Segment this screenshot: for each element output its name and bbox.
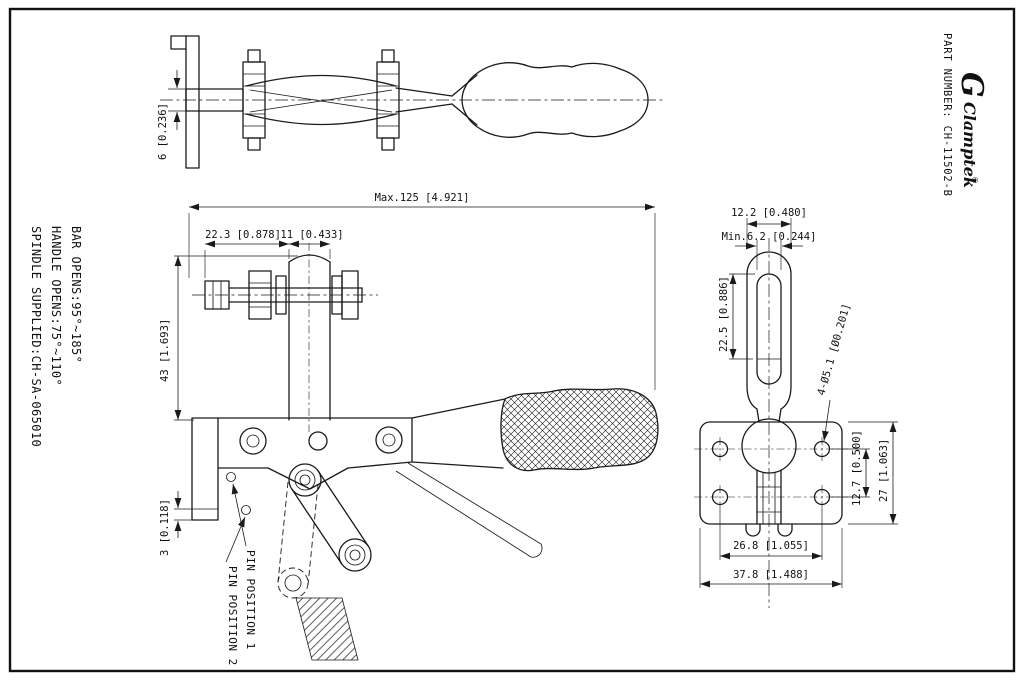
svg-text:12.7 [0.500]: 12.7 [0.500] (851, 430, 863, 506)
handle-front (411, 388, 659, 472)
front-view: Max.125 [4.921] 22.3 [0.878] 11 [0.433] (159, 192, 659, 666)
svg-text:Max.125 [4.921]: Max.125 [4.921] (375, 192, 470, 204)
dim-ubar-inner-width: Min.6.2 [0.244] (722, 231, 817, 270)
dim-bar-thickness: 6 [0.236] (157, 70, 186, 160)
svg-text:43 [1.693]: 43 [1.693] (159, 319, 171, 382)
rivet-left (239, 427, 267, 455)
base-tab (777, 523, 793, 537)
dim-plate-height: 27 [1.063] (848, 421, 898, 525)
clamp-bar (288, 254, 331, 421)
registered-mark: ® (970, 176, 979, 184)
pin-hole-2 (241, 505, 251, 515)
rivet-right (375, 426, 403, 454)
rivet-center (308, 431, 328, 451)
grip-outline-top (461, 62, 649, 138)
grip-outline-front (500, 388, 659, 472)
washer-left (275, 275, 287, 315)
svg-text:Min.6.2 [0.244]: Min.6.2 [0.244] (722, 231, 817, 243)
svg-text:11 [0.433]: 11 [0.433] (280, 229, 343, 241)
dim-plate-width: 37.8 [1.488] (699, 528, 843, 588)
svg-text:37.8 [1.488]: 37.8 [1.488] (733, 569, 809, 581)
section-hatch (295, 597, 359, 661)
u-bar-end-view (746, 251, 792, 423)
callout-mounting-holes: 4-Ø5.1 [Ø0.201] (815, 302, 853, 442)
linkage-plates (245, 74, 453, 126)
dim-base-offset: 3 [0.118] (159, 491, 192, 556)
svg-text:22.5 [0.886]: 22.5 [0.886] (718, 276, 730, 352)
sheet-border (8, 7, 1016, 673)
hex-nut (248, 270, 272, 320)
svg-text:26.8 [1.055]: 26.8 [1.055] (733, 540, 809, 552)
pin-position-1-label: PIN POSITION 1 (244, 550, 257, 650)
pin-position-callouts: PIN POSITION 1 PIN POSITION 2 (225, 483, 257, 666)
brand-logo: G Clamptek ® (954, 72, 989, 188)
mounting-plate (699, 421, 843, 537)
note-bar-opens: BAR OPENS:95°~185° (69, 226, 83, 363)
lower-linkage (277, 463, 372, 661)
svg-text:12.2 [0.480]: 12.2 [0.480] (731, 207, 807, 219)
dim-hole-spacing-horizontal: 26.8 [1.055] (719, 509, 823, 560)
svg-text:27 [1.063]: 27 [1.063] (878, 439, 890, 502)
svg-text:3 [0.118]: 3 [0.118] (159, 499, 171, 556)
pivot-lug (756, 469, 782, 525)
dim-spindle-offset: 22.3 [0.878] 11 [0.433] (204, 229, 344, 278)
bar-boss (741, 418, 797, 474)
handle-alternate-position (395, 462, 543, 558)
clamp-body (191, 417, 413, 521)
hex-head (204, 280, 230, 310)
spindle-assembly (204, 270, 363, 320)
brand-initial: G (954, 72, 989, 98)
base-tab (745, 523, 761, 537)
mounting-flange (191, 417, 219, 521)
dim-ubar-depth: 22.5 [0.886] (718, 273, 755, 360)
pin-hole-1 (226, 472, 236, 482)
brand-name: Clamptek (960, 102, 979, 188)
top-view: 6 [0.236] (157, 35, 664, 169)
u-bar-vertical (185, 35, 200, 169)
svg-text:4-Ø5.1 [Ø0.201]: 4-Ø5.1 [Ø0.201] (815, 302, 853, 396)
note-spindle: SPINDLE SUPPLIED:CH-SA-065010 (29, 226, 43, 447)
dim-overall-length: Max.125 [4.921] (188, 192, 656, 390)
side-view: 12.2 [0.480] Min.6.2 [0.244] 22.5 [0.886… (694, 207, 898, 608)
part-number-text: PART NUMBER: CH-11502-B (941, 33, 953, 197)
svg-text:6 [0.236]: 6 [0.236] (157, 103, 169, 160)
notes-block: BAR OPENS:95°~185° HANDLE OPENS:75°~110°… (29, 226, 83, 447)
hex-nut-right (341, 270, 359, 320)
note-handle-opens: HANDLE OPENS:75°~110° (49, 226, 63, 386)
pin-position-2-label: PIN POSITION 2 (226, 566, 239, 666)
dim-hole-spacing-vertical: 12.7 [0.500] (831, 430, 870, 506)
dim-bar-height: 43 [1.693] (159, 255, 298, 421)
pivot-bolt-right (376, 49, 400, 151)
svg-text:22.3 [0.878]: 22.3 [0.878] (205, 229, 281, 241)
title-block: PART NUMBER: CH-11502-B G Clamptek ® (941, 33, 989, 197)
handle-grip-top (451, 62, 649, 138)
